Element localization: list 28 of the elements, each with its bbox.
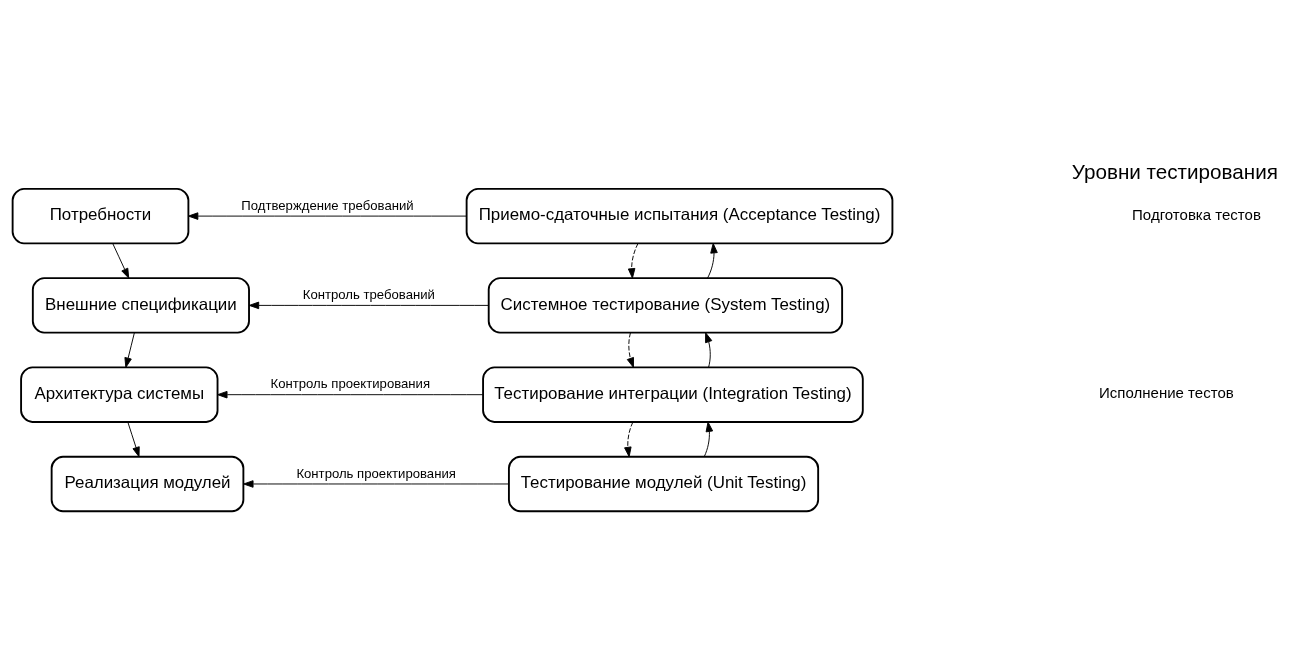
node-box: Реализация модулей xyxy=(50,455,245,513)
node-box: Внешние спецификации xyxy=(31,277,250,334)
arrow xyxy=(703,421,714,458)
arrow xyxy=(243,480,510,488)
node-box: Системное тестирование (System Testing) xyxy=(487,277,844,334)
diagram-title: Уровни тестирования xyxy=(1071,160,1278,184)
arrow xyxy=(188,212,467,220)
arrow xyxy=(112,243,130,279)
arrow xyxy=(217,390,484,399)
arrow xyxy=(627,243,639,279)
node-box: Тестирование интеграции (Integration Testing) xyxy=(482,366,864,423)
arrow xyxy=(248,301,490,310)
arrow xyxy=(124,332,135,368)
node-box: Тестирование модулей (Unit Testing) xyxy=(508,455,820,513)
arrow xyxy=(624,421,634,458)
label: Исполнение тестов xyxy=(1099,384,1234,402)
edge-label: Подтверждение требований xyxy=(241,197,414,213)
edge-label: Контроль проектирования xyxy=(296,465,456,481)
edge-label: Контроль проектирования xyxy=(270,376,431,392)
edge-label: Контроль требований xyxy=(302,287,435,302)
arrow xyxy=(626,332,634,368)
arrow xyxy=(127,421,140,458)
node-box: Потребности xyxy=(11,187,190,245)
arrow xyxy=(705,332,713,368)
node-box: Архитектура системы xyxy=(20,366,219,423)
node-box: Приемо-сдаточные испытания (Acceptance Testing) xyxy=(465,187,894,245)
arrow xyxy=(707,243,718,279)
label: Подготовка тестов xyxy=(1132,205,1261,223)
